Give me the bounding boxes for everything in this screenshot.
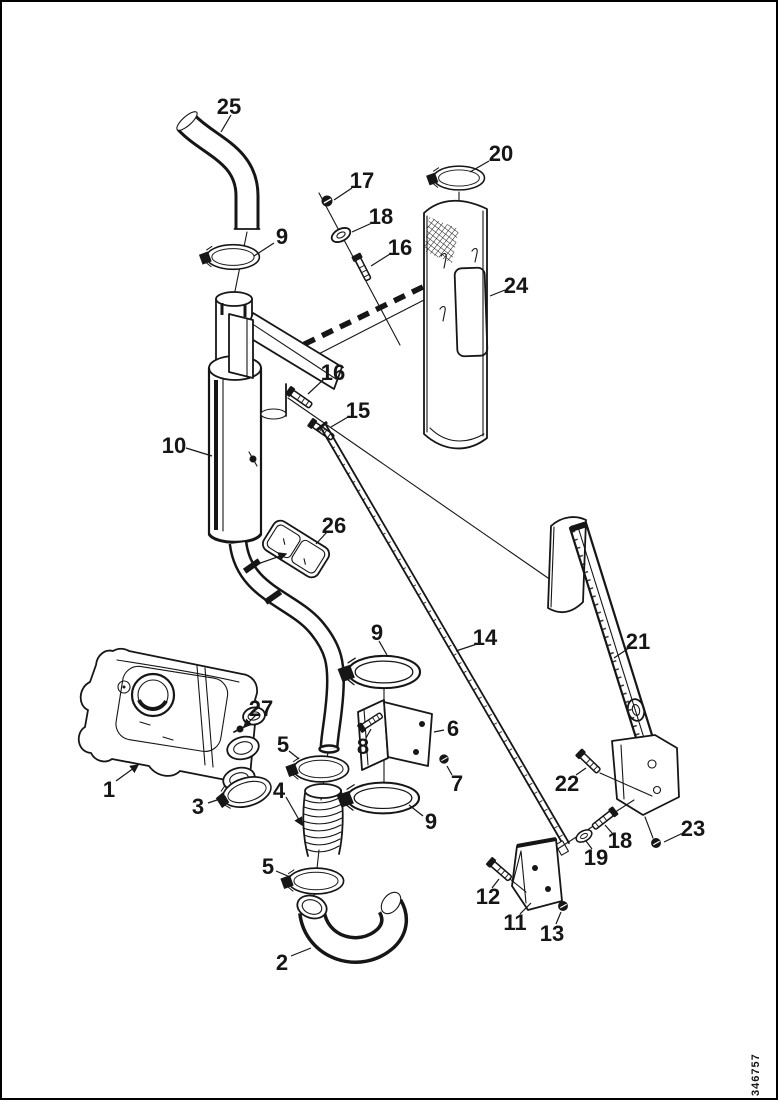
callout-label-9c: 9: [425, 809, 437, 834]
callout-leader-10: [185, 447, 213, 457]
callout-label-20: 20: [489, 141, 513, 166]
part-2-elbow-pipe: [296, 891, 409, 964]
doc-number: 346757: [750, 1053, 762, 1096]
callout-label-8: 8: [357, 734, 369, 759]
callout-leader-9a: [253, 242, 275, 257]
part-18-washer: [328, 224, 354, 246]
callout-leader-2: [290, 947, 312, 957]
fastener-axis-16-15: [284, 384, 549, 579]
rear-panel-piece: [547, 516, 587, 613]
callout-label-5a: 5: [277, 732, 289, 757]
callout-leader-22: [575, 767, 587, 776]
callout-label-14: 14: [473, 625, 498, 650]
callout-leader-9b: [378, 640, 388, 656]
callout-leader-13: [555, 911, 562, 925]
callout-leader-17: [333, 187, 353, 201]
callout-label-26: 26: [322, 513, 346, 538]
part-6-bracket-plate: [383, 701, 433, 767]
part-24-heat-shield: [423, 199, 489, 450]
callout-leader-25: [220, 114, 232, 133]
callout-label-17: 17: [350, 168, 374, 193]
part-25-stack-pipe: [176, 111, 261, 297]
callout-leader-18a: [351, 222, 373, 233]
callout-leader-19: [585, 840, 593, 850]
callout-label-11: 11: [503, 910, 526, 935]
part-9-clamp-top: [198, 243, 261, 271]
callout-leader-23: [663, 832, 684, 843]
callout-leader-7: [446, 765, 453, 776]
part-21-support-strap: [568, 521, 680, 839]
callout-label-25: 25: [217, 94, 241, 119]
part-26-bracket: [245, 519, 331, 579]
callout-label-1: 1: [103, 777, 115, 802]
part-1-muffler-body: [77, 647, 266, 792]
part-7-nut: [438, 753, 450, 765]
callout-label-18b: 18: [608, 828, 632, 853]
callout-label-7: 7: [451, 771, 463, 796]
callout-leader-6: [433, 729, 445, 733]
callout-leader-9c: [408, 804, 424, 817]
callout-label-15: 15: [346, 398, 370, 423]
callout-label-16a: 16: [388, 235, 412, 260]
callout-label-13: 13: [540, 921, 564, 946]
callout-label-6: 6: [447, 716, 459, 741]
callout-label-9a: 9: [276, 224, 288, 249]
callout-label-16b: 16: [321, 360, 345, 385]
callout-leader-16a: [370, 253, 391, 267]
hanger-assembly: [335, 654, 450, 815]
callout-label-24: 24: [504, 273, 529, 298]
callout-label-21: 21: [626, 629, 650, 654]
callout-label-22: 22: [555, 771, 579, 796]
callout-leader-18b: [604, 824, 613, 834]
callout-leader-8: [365, 728, 372, 739]
callout-leader-5b: [275, 870, 291, 878]
callout-label-18a: 18: [369, 204, 393, 229]
callout-label-9b: 9: [371, 620, 383, 645]
callout-label-3: 3: [192, 794, 204, 819]
callout-leader-21: [613, 647, 630, 659]
callout-leader-4: [285, 796, 303, 827]
callout-leader-14: [455, 643, 478, 652]
callout-leader-3: [207, 796, 227, 804]
callout-label-27: 27: [249, 696, 273, 721]
part-16-bolt-upper: [350, 251, 374, 283]
part-4-flex-pipe: [302, 783, 344, 857]
part-9-clamp-middle: [336, 654, 422, 690]
callout-label-2: 2: [276, 950, 288, 975]
callout-leader-11: [519, 902, 532, 915]
part-14-support-rod: [316, 420, 570, 856]
callout-label-5b: 5: [262, 854, 274, 879]
part-17-nut: [320, 194, 334, 208]
part-10-muffler-canister: [207, 291, 343, 544]
callout-leader-20: [469, 160, 490, 173]
callout-label-12: 12: [476, 884, 500, 909]
part-13-nut: [557, 900, 569, 912]
callout-label-19: 19: [584, 845, 608, 870]
callout-leader-15: [330, 416, 349, 428]
callout-leader-24: [489, 289, 506, 297]
callout-label-10: 10: [162, 433, 186, 458]
callout-label-4: 4: [273, 778, 286, 803]
callout-leader-5a: [288, 750, 300, 760]
part-19-washer: [573, 826, 595, 846]
part-11-bracket: [511, 838, 563, 911]
muffler-outlet-pipe: [228, 541, 345, 754]
callout-leader-16b: [307, 378, 325, 395]
callout-leader-12: [491, 878, 500, 889]
alignment-dashed-line: [284, 281, 431, 363]
part-12-bolt: [484, 855, 515, 884]
part-23-nut: [650, 837, 662, 849]
callout-leader-26: [315, 531, 328, 545]
callout-leader-1: [115, 764, 140, 782]
lower-bracket-assembly: [484, 747, 662, 912]
part-9-clamp-lower: [335, 781, 421, 815]
callout-leader-27: [243, 714, 257, 728]
callout-label-23: 23: [681, 816, 705, 841]
